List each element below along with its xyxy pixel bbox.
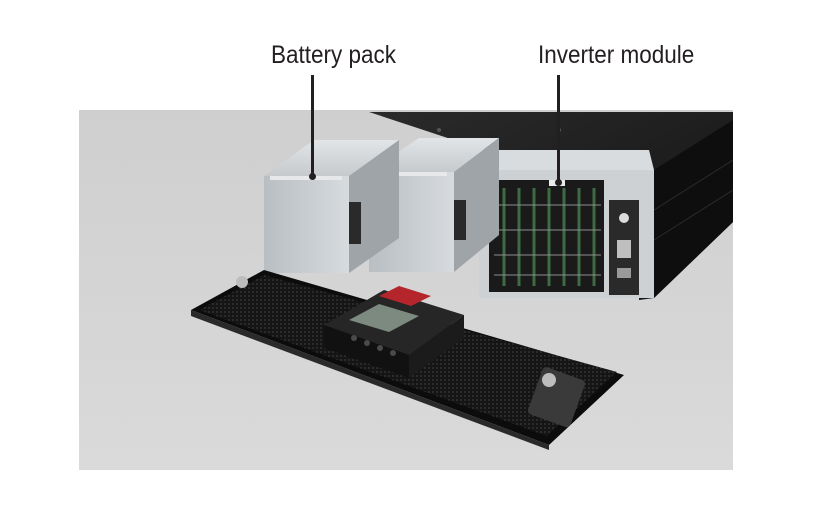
battery-pack-left	[264, 140, 399, 273]
lcd-control-panel	[324, 286, 464, 378]
ups-photo	[79, 110, 733, 470]
inverter-module-leader-dot	[555, 179, 562, 186]
inverter-module-label: Inverter module	[538, 41, 695, 69]
inverter-module	[479, 150, 654, 298]
inverter-module-leader-line	[557, 75, 560, 182]
battery-pack-leader-dot	[309, 173, 316, 180]
battery-pack-leader-line	[311, 75, 314, 176]
battery-pack-label: Battery pack	[271, 41, 397, 69]
